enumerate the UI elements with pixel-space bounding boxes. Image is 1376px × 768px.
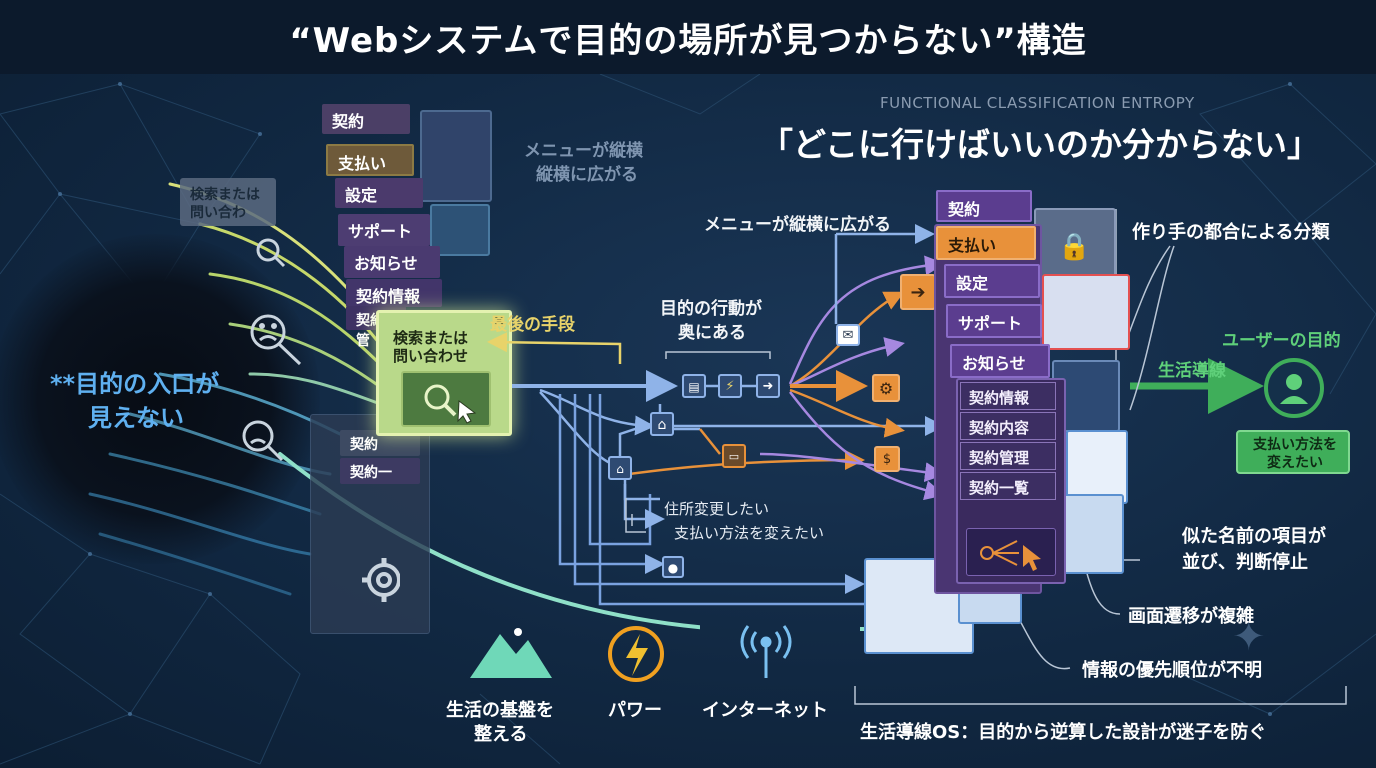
foundation-label-2: 整える [474, 724, 528, 745]
task-address-label: 住所変更したい [664, 500, 770, 518]
menu-item-settings[interactable]: 設定 [944, 264, 1040, 298]
diagram-stage: 契約 支払い 設定 サポート お知らせ 契約情報 契約管 検索または 問い合わ … [0, 74, 1376, 768]
gear-icon [362, 558, 400, 602]
subtitle-jp: 「どこに行けばいいのか分からない」 [760, 125, 1321, 164]
search-box-label-2: 問い合わせ [393, 347, 469, 365]
foundation-label-1: 生活の基盤を [446, 700, 554, 721]
sad-face-icon-small [242, 420, 284, 462]
search-box-card[interactable]: × 検索または 問い合わせ [376, 310, 512, 436]
arrow-node-icon: ➜ [756, 374, 780, 398]
life-flow-label: 生活導線 [1158, 361, 1226, 381]
sad-face-icon [250, 314, 302, 366]
mail-icon: ✉ [836, 324, 860, 346]
bg-window-blue-2 [1060, 494, 1124, 574]
menu-item-payment[interactable]: 支払い [936, 226, 1036, 260]
user-goal-line-2: 変えたい [1267, 455, 1323, 471]
user-goal-box: 支払い方法を 変えたい [1236, 430, 1350, 474]
task-payment-label: 支払い方法を変えたい [674, 524, 825, 542]
payment-node-icon: ▭ [722, 444, 746, 468]
similar-names-label-1: 似た名前の項目が [1182, 526, 1326, 547]
maker-classification-label: 作り手の都合による分類 [1132, 222, 1330, 243]
menu-spread-label: メニューが縦横に広がる [704, 215, 891, 235]
action-deep-label-1: 目的の行動が [660, 299, 762, 319]
search-icon [256, 238, 286, 268]
similar-names-label-2: 並び、判断停止 [1182, 552, 1308, 573]
bg-menu-item-contract-info: 契約情報 [346, 279, 442, 307]
menu-spread-label-left-1: メニューが縦横 [524, 141, 643, 161]
conclusion-label: 生活導線OS：目的から逆算した設計が迷子を防ぐ [860, 722, 1267, 743]
mountain-icon [470, 628, 552, 678]
action-deep-label-2: 奥にある [678, 323, 746, 343]
power-label: パワー [608, 700, 662, 721]
complex-transition-label: 画面遷移が複雑 [1128, 606, 1254, 627]
document-orange-icon: ➔ [900, 274, 936, 310]
entrance-label-2: 見えない [88, 404, 184, 432]
lock-icon: 🔒 [1058, 232, 1091, 262]
sparkle-icon: ✦ [1232, 614, 1266, 660]
user-goal-title: ユーザーの目的 [1222, 331, 1341, 351]
user-icon [1264, 358, 1324, 418]
home-node-icon: ⌂ [608, 456, 632, 480]
bg-menu-item-contract: 契約 [322, 104, 410, 134]
user-goal-line-1: 支払い方法を [1253, 437, 1337, 453]
last-resort-label: 最後の手段 [490, 315, 575, 335]
network-thumbnail [966, 528, 1056, 576]
search-box-inner[interactable] [401, 371, 491, 427]
infrastructure-icons [470, 625, 792, 682]
bg-menu-item-support: サポート [338, 214, 430, 246]
antenna-icon [740, 625, 792, 678]
user-node-icon: ● [662, 556, 684, 578]
menu-item-news[interactable]: お知らせ [950, 344, 1050, 378]
home-icon: ⌂ [650, 412, 674, 436]
lightning-icon [608, 626, 664, 682]
bg-window-red [1042, 274, 1130, 350]
unclear-priority-label: 情報の優先順位が不明 [1082, 660, 1262, 681]
menu-item-contract[interactable]: 契約 [936, 190, 1032, 222]
left-icons [242, 238, 400, 602]
lightning-node-icon: ⚡ [718, 374, 742, 398]
menu-spread-label-left-2: 縦横に広がる [536, 165, 638, 185]
settings-orange-icon: ⚙ [872, 374, 900, 402]
title-bar: “Webシステムで目的の場所が見つからない”構造 [0, 0, 1376, 74]
bg-menu-item-payment: 支払い [326, 144, 414, 176]
sub-item-contract-mgmt[interactable]: 契約管理 [960, 442, 1056, 470]
menu-item-support[interactable]: サポート [946, 304, 1042, 338]
bg-search-label-2: 問い合わ [190, 205, 246, 221]
search-icon [424, 384, 477, 424]
bg-search-label-1: 検索または [190, 187, 260, 203]
page-title: “Webシステムで目的の場所が見つからない”構造 [289, 20, 1087, 61]
document-icon: ▤ [682, 374, 706, 398]
bg-window-1 [420, 110, 492, 202]
network-background [0, 74, 1376, 765]
sub-item-contract-list[interactable]: 契約一覧 [960, 472, 1056, 500]
search-box-label-1: 検索または [393, 329, 469, 347]
network-cursor-icon [980, 540, 1041, 571]
bg-window-blue-1 [1066, 430, 1128, 504]
bg-faded-contract-list: 契約一 [340, 458, 420, 484]
bg-search-card [180, 178, 276, 226]
bg-menu-item-news: お知らせ [344, 246, 440, 278]
internet-label: インターネット [702, 700, 828, 721]
payment-orange-icon: $ [874, 446, 900, 472]
bg-menu-item-settings: 設定 [335, 178, 423, 208]
bg-window-2 [430, 204, 490, 256]
sub-item-contract-info[interactable]: 契約情報 [960, 382, 1056, 410]
entrance-label-1: **目的の入口が [50, 370, 220, 398]
subtitle-en: FUNCTIONAL CLASSIFICATION ENTROPY [880, 94, 1195, 112]
close-icon[interactable]: × [493, 313, 505, 329]
sub-item-contract-detail[interactable]: 契約内容 [960, 412, 1056, 440]
